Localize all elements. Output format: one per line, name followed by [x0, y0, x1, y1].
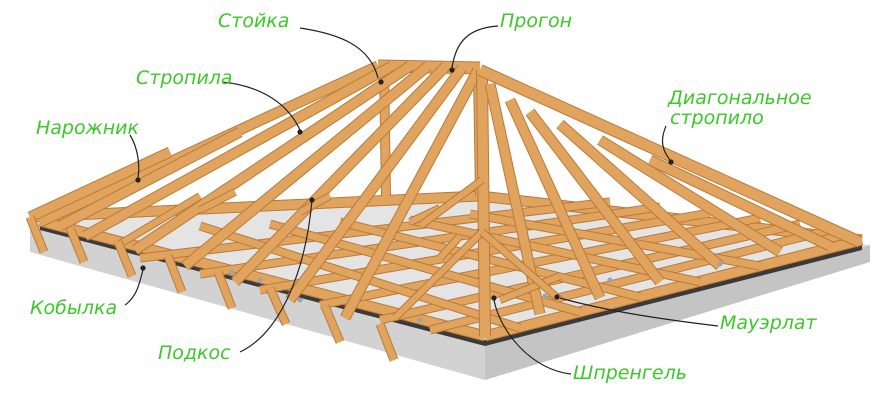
leader-stoika-dot [378, 79, 384, 85]
connector-7 [717, 261, 723, 267]
rafter-left-5 [231, 62, 450, 286]
label-stoika: Стойка [218, 10, 290, 32]
strut-3 [298, 193, 332, 215]
connector-1 [229, 269, 235, 275]
label-narozhnik: Нарожник [36, 117, 139, 139]
rafter-left-2 [82, 62, 395, 240]
leader-stoika [299, 27, 379, 79]
strut-5 [437, 233, 463, 261]
timber-frame [25, 59, 864, 362]
leader-diagonal [661, 125, 671, 161]
strut-6 [498, 273, 562, 303]
leader-shprengel [493, 299, 572, 375]
leader-kobylka-dot [140, 265, 146, 271]
kobylka-6 [266, 286, 290, 326]
jack-rafter-2 [57, 128, 243, 230]
connector-5 [542, 293, 548, 299]
leader-mauerlat [559, 297, 719, 327]
leader-podkos-dot [309, 197, 315, 203]
connector-6 [607, 277, 613, 283]
mauerlat-front-right [483, 235, 864, 341]
label-podkos: Подкос [158, 342, 231, 364]
cross-joist-2 [269, 220, 581, 316]
foundation-right-face [485, 245, 870, 380]
leader-podkos [239, 199, 313, 353]
kobylka-2 [66, 226, 88, 264]
rafter-right-2 [505, 98, 605, 300]
kobylka-1 [26, 215, 48, 254]
label-diagonal-rafter-line1: Диагональное [668, 87, 812, 109]
kobylka-7 [321, 304, 344, 344]
label-kobylka: Кобылка [30, 297, 118, 319]
connector-3 [297, 297, 303, 303]
leader-narozhnik [129, 134, 140, 179]
leader-progon-dot [449, 67, 455, 73]
kobylka-5 [214, 270, 236, 310]
jack-rafter-1 [28, 147, 172, 222]
strut-2 [198, 189, 237, 213]
leader-stropila [221, 81, 301, 131]
rafter-left-6 [286, 65, 466, 303]
leader-lines [124, 25, 719, 375]
kobylka-4 [164, 254, 186, 294]
rafter-right-3 [526, 109, 664, 285]
sprengel-3 [418, 177, 484, 229]
rafter-right-5 [597, 136, 783, 256]
kobylka-3 [114, 240, 136, 278]
connector-4 [417, 317, 423, 323]
leader-mauerlat-dot [554, 294, 560, 300]
leader-kobylka [124, 269, 144, 306]
leader-stropila-dot [297, 129, 303, 135]
label-stropila: Стропила [136, 67, 233, 89]
leader-diagonal-dot [668, 159, 674, 165]
leader-shprengel-dot [491, 295, 497, 301]
hip-rafter-front [477, 69, 490, 337]
rafter-right-6 [648, 155, 832, 251]
rafter-left-7 [341, 67, 482, 321]
label-shprengel: Шпренгель [573, 362, 687, 384]
rafter-left-3 [132, 62, 413, 254]
label-mauerlat: Мауэрлат [720, 312, 817, 334]
rafter-right-4 [557, 120, 723, 270]
membrane-right [485, 245, 862, 346]
leader-progon [451, 25, 499, 69]
cross-joist-1 [198, 222, 522, 332]
kobylka-8 [376, 322, 398, 362]
strut-1 [118, 193, 202, 247]
label-progon: Прогон [500, 10, 573, 32]
leader-narozhnik-dot [135, 177, 141, 183]
label-diagonal-rafter-line2: стропило [670, 107, 764, 129]
hip-rafter-right [477, 65, 863, 247]
connector-2 [257, 277, 263, 283]
rafter-left-4 [182, 62, 431, 270]
sprengel-1 [392, 229, 485, 321]
sprengel-2 [480, 229, 562, 303]
ridge-beam [377, 60, 481, 74]
